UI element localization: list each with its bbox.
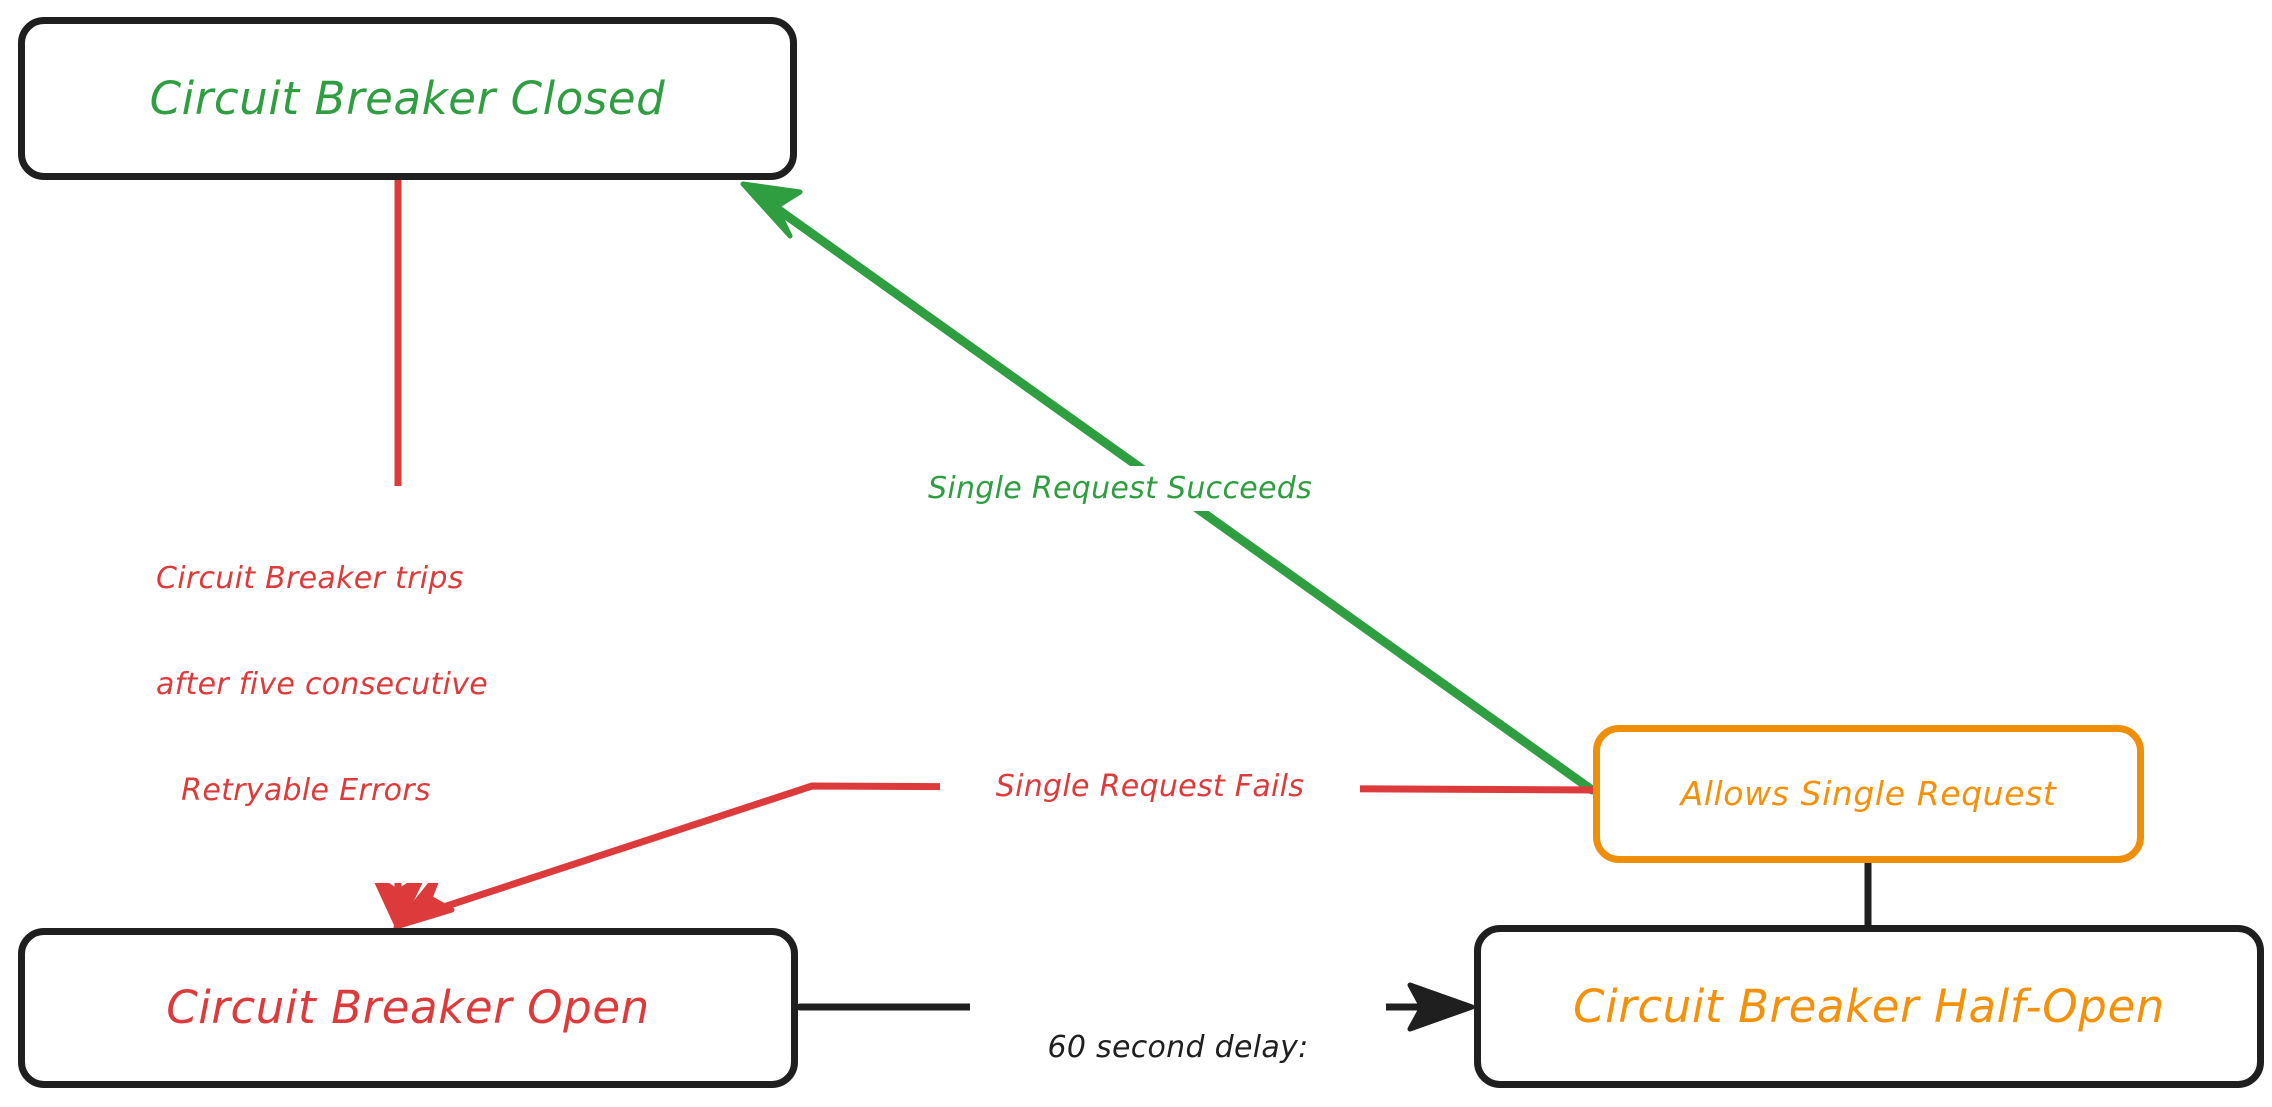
state-node-circuit-breaker-half-open[interactable]: Circuit Breaker Half-Open	[1474, 925, 2264, 1088]
edge-label-single-request-fails: Single Request Fails	[940, 764, 1360, 810]
state-node-label-half-open: Circuit Breaker Half-Open	[1573, 979, 2165, 1033]
edge-label-sixty-second-delay: 60 second delay: No requests allowed	[970, 955, 1386, 1107]
state-node-circuit-breaker-closed[interactable]: Circuit Breaker Closed	[18, 17, 797, 180]
state-node-label-open: Circuit Breaker Open	[166, 981, 650, 1035]
state-node-label-closed: Circuit Breaker Closed	[149, 71, 666, 125]
edge-label-single-request-succeeds: Single Request Succeeds	[920, 466, 1312, 512]
edge-label-trips-line-1: Circuit Breaker trips	[156, 560, 464, 596]
edge-label-trips-line-2: after five consecutive	[156, 666, 489, 702]
edge-label-circuit-breaker-trips: Circuit Breaker trips after five consecu…	[150, 486, 489, 884]
edge-label-delay-line-1: 60 second delay:	[1047, 1029, 1309, 1065]
edge-label-trips-line-3: Retryable Errors	[181, 773, 431, 809]
state-node-allows-single-request[interactable]: Allows Single Request	[1593, 725, 2144, 863]
state-node-circuit-breaker-open[interactable]: Circuit Breaker Open	[18, 928, 798, 1088]
state-node-label-allows-single-request: Allows Single Request	[1680, 773, 2057, 813]
